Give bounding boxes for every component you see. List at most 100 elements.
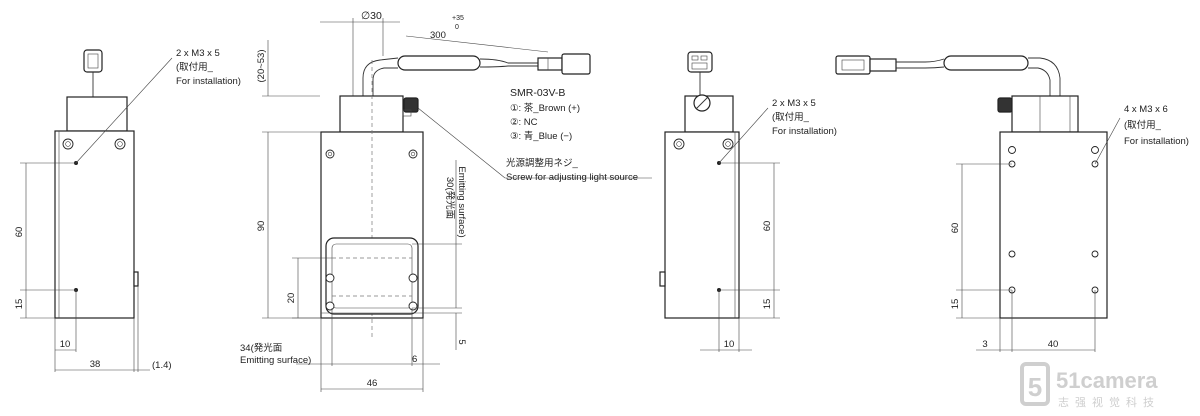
view2-dim-5: 5 — [456, 339, 467, 344]
view1-connector — [83, 49, 103, 73]
view1-side-tab — [133, 271, 139, 287]
view3-hole-tl-inner — [676, 141, 682, 147]
view2-hole-bl — [325, 301, 335, 311]
view1-hole-tr-inner — [117, 141, 123, 147]
view1-hole-tl — [62, 138, 74, 150]
view2-cap — [339, 95, 404, 133]
view2-dim-30-en: Emitting surface) — [456, 166, 467, 237]
view4-cable-sleeve — [943, 55, 1029, 71]
view2-dim-20: 20 — [286, 293, 297, 304]
view3-connector-pin-1 — [691, 55, 699, 61]
view4-dim-15: 15 — [950, 299, 961, 310]
view4-cable-bend — [1028, 57, 1061, 96]
watermark: 5 51camera 志强视觉科技 — [1020, 362, 1160, 409]
view1-dim-15: 15 — [14, 299, 25, 310]
view2-hole-mr — [408, 273, 418, 283]
view4-dim-60: 60 — [950, 223, 961, 234]
watermark-subtitle: 志强视觉科技 — [1058, 395, 1160, 409]
view1-mount-qty: 2 x M3 x 5 — [176, 48, 220, 59]
view2-screw-jp: 光源調整用ネジ_ — [506, 157, 579, 169]
view2-pin-2: ②: NC — [510, 117, 538, 128]
view3-leader — [718, 107, 769, 164]
view3-side-tab — [659, 271, 666, 287]
view1-body — [54, 130, 135, 319]
watermark-logo-mark: 5 — [1028, 372, 1042, 402]
view2-dim-diameter: ∅30 — [361, 10, 382, 22]
view2-hole-tl-inner — [327, 151, 333, 157]
view4-cable-lower — [896, 66, 945, 69]
view2-dim-30-jp: 30(発光面 — [444, 177, 456, 219]
watermark-brand: 51camera — [1056, 368, 1158, 393]
view2-screw-leader — [417, 107, 506, 179]
view2-screw-en: Screw for adjusting light source — [506, 172, 638, 183]
view4-cable-upper — [896, 58, 945, 63]
view1-leader — [75, 57, 173, 164]
view4-connector-inner — [841, 59, 865, 71]
view2-connector — [561, 53, 591, 75]
view2-connector-model: SMR-03V-B — [510, 87, 565, 99]
view3-hole-tr-inner — [725, 141, 731, 147]
view3-mount-jp: (取付用_ — [772, 112, 810, 123]
view2-dim-46: 46 — [367, 378, 378, 389]
view2-dim-90: 90 — [256, 221, 267, 232]
view4-mount-jp: (取付用_ — [1124, 120, 1162, 131]
view2-dim-34-jp: 34(発光面 — [240, 342, 282, 354]
view2-hole-br — [408, 301, 418, 311]
view2-adjust-screw-shaft — [402, 109, 412, 117]
view4-mount-en: For installation) — [1124, 136, 1189, 147]
view2-dim-cable-length: 300 — [430, 30, 446, 41]
view4-hole-tl — [1008, 146, 1016, 154]
view4-cap — [1011, 95, 1079, 133]
view2-dim-6: 6 — [412, 354, 417, 365]
view2-dim-line-length — [405, 35, 549, 53]
view-front: ∅30 300 +35 0 (20~53) 90 — [240, 10, 652, 392]
view2-hole-ml — [325, 273, 335, 283]
view3-mount-qty: 2 x M3 x 5 — [772, 98, 816, 109]
view3-mount-en: For installation) — [772, 126, 837, 137]
view3-dim-15: 15 — [762, 299, 773, 310]
view2-plug — [537, 57, 563, 71]
view1-cap — [66, 96, 128, 132]
view3-dim-60: 60 — [762, 221, 773, 232]
view4-mount-qty: 4 x M3 x 6 — [1124, 104, 1168, 115]
view1-dim-10: 10 — [60, 339, 71, 350]
view2-cable-bend — [362, 57, 399, 96]
view2-tol-lower: 0 — [455, 24, 459, 31]
view4-adjust-screw — [997, 97, 1013, 113]
view4-body — [999, 131, 1108, 319]
view2-hole-tr-inner — [410, 151, 416, 157]
view2-hole-tr — [408, 149, 418, 159]
view1-hole-tl-inner — [65, 141, 71, 147]
view1-dim-60: 60 — [14, 227, 25, 238]
watermark-logo-frame — [1020, 362, 1050, 406]
view1-dim-thickness: (1.4) — [152, 360, 172, 371]
view4-dim-40: 40 — [1048, 339, 1059, 350]
view2-cable-sleeve — [397, 55, 481, 71]
view1-hole-tr — [114, 138, 126, 150]
view4-plug — [869, 58, 897, 72]
view2-tol-upper: +35 — [452, 15, 464, 22]
view4-hole-mr — [1091, 250, 1099, 258]
view1-mount-jp: (取付用_ — [176, 62, 214, 73]
view3-hole-tr — [722, 138, 734, 150]
view-left-side: 2 x M3 x 5 (取付用_ For installation) 60 15… — [14, 48, 241, 372]
view1-mount-en: For installation) — [176, 76, 241, 87]
view3-dim-10: 10 — [724, 339, 735, 350]
view1-dim-38: 38 — [90, 359, 101, 370]
view4-hole-ml — [1008, 250, 1016, 258]
view2-pin-3: ③: 青_Blue (−) — [510, 130, 572, 142]
view2-dim-connector-height: (20~53) — [256, 49, 267, 82]
view4-hole-tr — [1091, 146, 1099, 154]
view4-leader — [1094, 117, 1121, 165]
view4-dim-3: 3 — [982, 339, 987, 350]
view3-connector-pin-2 — [700, 55, 708, 61]
view3-hole-tl — [673, 138, 685, 150]
view1-connector-inner — [87, 53, 99, 69]
view2-pin-1: ①: 茶_Brown (+) — [510, 102, 580, 114]
view2-cable-lower — [479, 65, 538, 68]
view2-dim-34-en: Emitting surface) — [240, 355, 311, 366]
view3-connector-latch — [691, 62, 708, 70]
view3-knob-slot — [695, 96, 709, 110]
view4-cable-bend-inner — [1028, 67, 1051, 96]
